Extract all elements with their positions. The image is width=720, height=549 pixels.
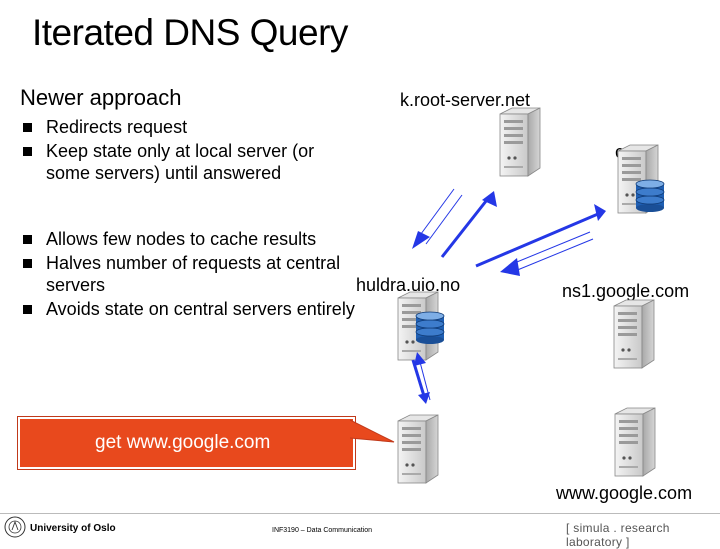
bullet-item: Keep state only at local server (or some… (20, 140, 360, 184)
label-root-server: k.root-server.net (400, 90, 531, 110)
bullet-list-bottom: Allows few nodes to cache results Halves… (20, 228, 360, 322)
web-server-icon (614, 407, 656, 477)
bullet-item: Redirects request (20, 116, 360, 138)
bullet-item: Halves number of requests at central ser… (20, 252, 360, 296)
footer (0, 513, 720, 541)
google-ns-server-icon (613, 299, 655, 369)
bullet-item: Avoids state on central servers entirely (20, 298, 360, 320)
arrow-local-root (412, 188, 497, 258)
root-server-icon (499, 107, 541, 177)
bullet-list-top: Redirects request Keep state only at loc… (20, 116, 360, 186)
lab-logo-text: [ simula . research laboratory ] (566, 521, 670, 549)
query-text: get www.google.com (95, 432, 271, 453)
page-title: Iterated DNS Query (32, 12, 348, 53)
bullet-item: Allows few nodes to cache results (20, 228, 360, 250)
arrow-local-client (411, 352, 431, 404)
local-server-icon (397, 291, 445, 361)
com-server-icon (617, 144, 665, 214)
query-callout (18, 417, 355, 469)
client-host-icon (397, 414, 439, 484)
label-web-server: www.google.com (556, 483, 693, 503)
callout-pointer (350, 419, 395, 443)
course-name: INF3190 – Data Communication (272, 527, 372, 534)
university-name: University of Oslo (30, 523, 116, 534)
university-seal-icon (4, 516, 26, 538)
arrow-local-com (475, 204, 606, 276)
label-local-server: huldra.uio.no (356, 275, 461, 295)
subtitle: Newer approach (20, 85, 182, 110)
label-google-ns: ns1.google.com (562, 281, 690, 301)
